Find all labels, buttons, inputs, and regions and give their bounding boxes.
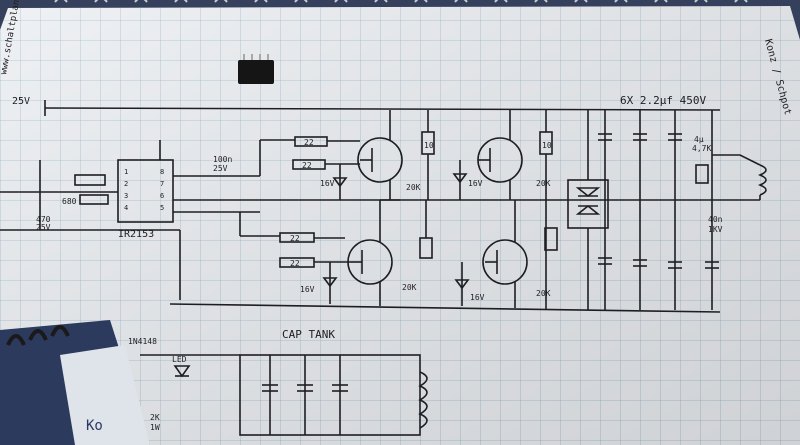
label-r20k-b: 20K [536,179,551,188]
label-supply: 25V [12,96,30,107]
label-r22a: 22 [304,138,314,147]
ic-chip-object [238,54,274,84]
label-r10b: 10 [542,141,552,150]
spiral-rings [54,0,748,3]
label-r20k-a: 20K [406,183,421,192]
label-ic: IR2153 [118,229,154,240]
ic-pin2: 2 [124,180,128,188]
label-cap-470: 470 [36,215,51,224]
card-text: Ko [86,418,103,434]
label-led: LED [172,355,187,364]
label-diode: 1N4148 [128,337,157,346]
ic-pin5: 5 [160,204,164,212]
label-r10a: 10 [424,141,434,150]
label-zener-d: 16V [470,293,485,302]
label-res-bottom: 2K [150,413,160,422]
ic-pin8: 8 [160,168,164,176]
label-out-cap-v: 4,7K [692,144,711,153]
label-r680: 680 [62,197,77,206]
ic-pin3: 3 [124,192,128,200]
label-zener-a: 16V [320,179,335,188]
label-out-cap2: 40n [708,215,723,224]
label-cap-tank: CAP TANK [282,328,335,341]
label-cap-470-v: 25V [36,223,51,232]
label-cap-bank: 6X 2.2µf 450V [620,94,706,107]
ic-pin1: 1 [124,168,128,176]
ic-pin6: 6 [160,192,164,200]
card-holder-object: Ko [0,320,150,445]
label-zener-b: 16V [468,179,483,188]
ic-pin7: 7 [160,180,164,188]
label-r20k-c: 20K [402,283,417,292]
label-out-cap: 4µ [694,135,704,144]
label-r22c: 22 [290,234,300,243]
label-cap-100n: 100n [213,155,232,164]
ink-schematic [0,100,767,436]
label-cap-100n-v: 25V [213,164,228,173]
ic-pin4: 4 [124,204,128,212]
schematic-labels: 25V 6X 2.2µf 450V IR2153 100n 25V 680 22… [12,94,723,432]
label-res-bottom-w: 1W [150,423,160,432]
label-r22d: 22 [290,259,300,268]
label-out-cap2-v: 1KV [708,225,723,234]
label-r20k-d: 20K [536,289,551,298]
label-r22b: 22 [302,161,312,170]
label-zener-c: 16V [300,285,315,294]
